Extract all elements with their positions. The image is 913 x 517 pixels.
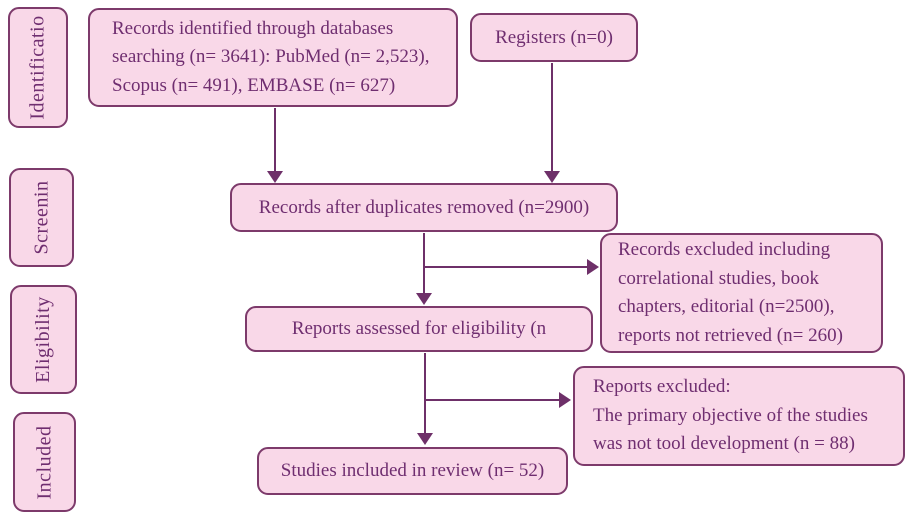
stage-label-included: Included — [33, 425, 56, 499]
reports-excluded-text: Reports excluded: The primary objective … — [593, 373, 897, 459]
stage-box-screening: Screenin — [9, 168, 74, 267]
reports-assessed-box: Reports assessed for eligibility (n — [245, 306, 593, 352]
duplicates-removed-text: Records after duplicates removed (n=2900… — [258, 196, 590, 218]
records-excluded-text: Records excluded including correlational… — [618, 239, 843, 346]
registers-text: Registers (n=0) — [495, 26, 613, 48]
duplicates-removed-box: Records after duplicates removed (n=2900… — [230, 183, 618, 232]
stage-box-included: Included — [13, 412, 76, 512]
arrow-assessed-to-reports-excluded — [425, 392, 571, 408]
stage-label-identification: Identificatio — [26, 15, 49, 120]
arrow-registers-to-duplicates — [544, 63, 560, 183]
arrow-assessed-to-included — [417, 353, 433, 445]
arrow-identified-to-duplicates — [267, 108, 283, 183]
studies-included-text: Studies included in review (n= 52) — [280, 460, 545, 481]
studies-included-box: Studies included in review (n= 52) — [257, 447, 568, 495]
reports-excluded-box: Reports excluded: The primary objective … — [573, 366, 905, 466]
arrow-duplicates-to-assessed — [416, 233, 432, 305]
reports-excluded-line2: The primary objective of the studies was… — [593, 404, 868, 455]
reports-excluded-line1: Reports excluded: — [593, 376, 731, 398]
reports-assessed-text: Reports assessed for eligibility (n — [291, 318, 547, 339]
records-identified-text: Records identified through databases sea… — [112, 17, 430, 96]
records-identified-box: Records identified through databases sea… — [88, 8, 458, 107]
records-excluded-box: Records excluded including correlational… — [600, 233, 883, 353]
stage-label-screening: Screenin — [30, 180, 53, 255]
arrow-duplicates-to-records-excluded — [424, 259, 599, 275]
stage-box-identification: Identificatio — [8, 7, 68, 128]
stage-label-eligibility: Eligibility — [32, 296, 54, 383]
stage-box-eligibility: Eligibility — [10, 285, 77, 394]
registers-box: Registers (n=0) — [470, 13, 638, 62]
